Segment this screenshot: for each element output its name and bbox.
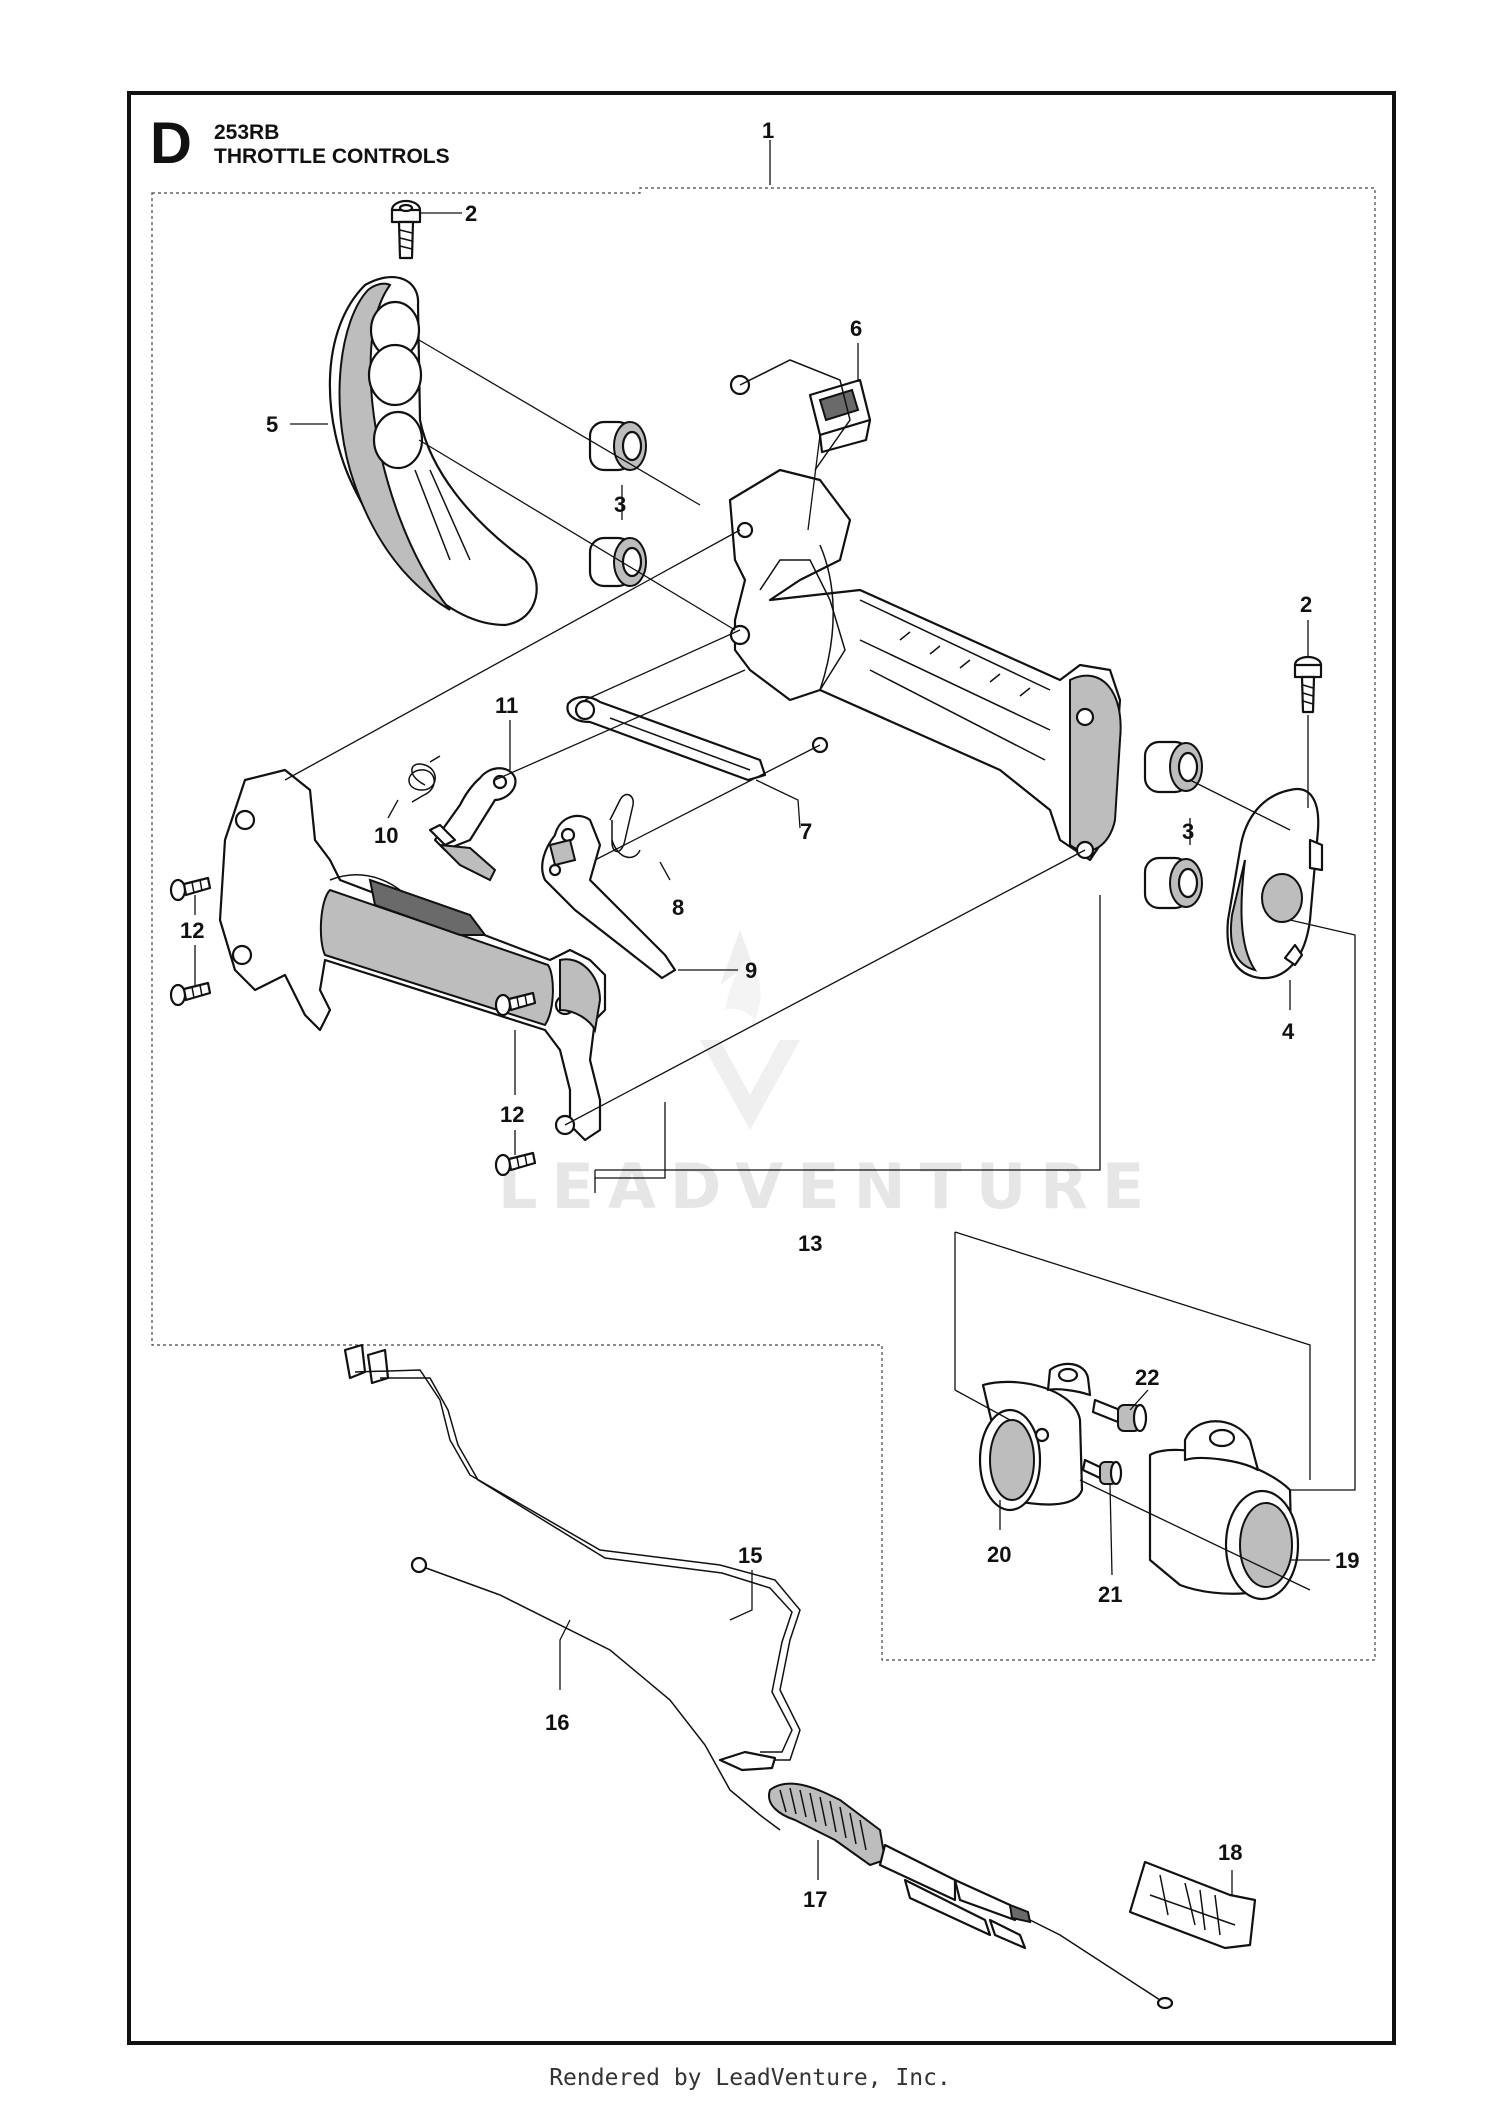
section-letter: D — [150, 111, 192, 176]
part-trigger-spring — [609, 793, 641, 859]
assembly-outline — [151, 187, 1376, 1661]
callout-3-right: 3 — [1182, 819, 1194, 844]
footer-credit: Rendered by LeadVenture, Inc. — [549, 2065, 951, 2091]
diagram-frame — [127, 91, 1396, 2045]
callout-12-left: 12 — [180, 918, 204, 943]
part-screw-12a — [169, 876, 212, 902]
part-screw-12b — [169, 981, 212, 1007]
part-throttle-trigger — [541, 814, 677, 980]
section-title: THROTTLE CONTROLS — [214, 145, 450, 168]
callout-labels: 1 2 2 3 3 4 5 6 7 8 9 10 11 12 12 13 15 … — [180, 118, 1359, 1912]
callout-10: 10 — [374, 823, 398, 848]
model-number: 253RB — [214, 121, 279, 144]
callout-6: 6 — [850, 316, 862, 341]
part-damper-lower-right — [1143, 856, 1203, 910]
leader-lines — [194, 140, 1356, 1895]
callout-13: 13 — [798, 1231, 822, 1256]
part-link-arm — [428, 767, 517, 882]
part-handle-cover-left — [328, 275, 538, 627]
callout-19: 19 — [1335, 1548, 1359, 1573]
part-damper-lower-left — [588, 536, 647, 588]
callout-8: 8 — [672, 895, 684, 920]
part-damper-upper-right — [1143, 740, 1203, 794]
part-throttle-lockout — [566, 695, 767, 782]
part-throttle-cable — [768, 1782, 1174, 2010]
watermark-logo — [700, 930, 800, 1130]
callout-5: 5 — [266, 412, 278, 437]
part-screw-21 — [1081, 1458, 1123, 1486]
callout-12-center: 12 — [500, 1102, 524, 1127]
part-stop-cable — [410, 1556, 781, 1831]
part-screw-12c — [494, 991, 537, 1017]
part-wire-harness — [343, 1343, 801, 1772]
callout-1: 1 — [762, 118, 774, 143]
callout-18: 18 — [1218, 1840, 1242, 1865]
callout-9: 9 — [745, 958, 757, 983]
watermark-text: LEADVENTURE — [498, 1150, 1158, 1223]
part-screw-top — [390, 199, 422, 260]
callout-2-top: 2 — [465, 201, 477, 226]
part-cable-clip — [1128, 1860, 1257, 1950]
part-spring-small — [408, 755, 441, 803]
part-screw-right — [1293, 655, 1323, 714]
part-end-cap — [1226, 787, 1324, 980]
callout-22: 22 — [1135, 1365, 1159, 1390]
callout-20: 20 — [987, 1542, 1011, 1567]
callout-17: 17 — [803, 1887, 827, 1912]
callout-15: 15 — [738, 1543, 762, 1568]
part-handle-half — [218, 768, 607, 1142]
part-throttle-sleeve — [1148, 1420, 1300, 1601]
callout-7: 7 — [800, 819, 812, 844]
part-screw-12d — [494, 1151, 537, 1177]
part-screw-22 — [1091, 1398, 1148, 1433]
part-damper-upper-left — [588, 420, 647, 472]
callout-3-left: 3 — [614, 492, 626, 517]
callout-2-right: 2 — [1300, 592, 1312, 617]
callout-4: 4 — [1282, 1019, 1295, 1044]
part-handle-body — [728, 359, 1122, 862]
callout-11: 11 — [495, 693, 518, 718]
callout-16: 16 — [545, 1710, 569, 1735]
callout-21: 21 — [1098, 1582, 1122, 1607]
part-throttle-collar — [978, 1362, 1092, 1512]
